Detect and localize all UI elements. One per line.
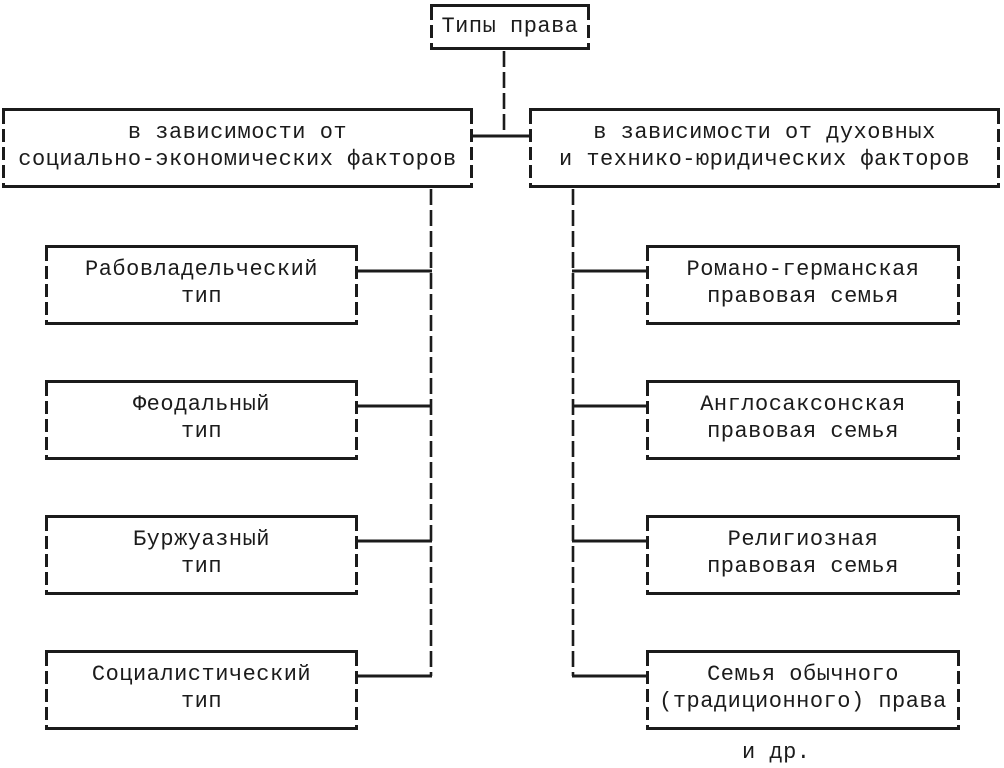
footnote-label: и др. — [742, 740, 811, 765]
node-feudal-type: Феодальный тип — [45, 380, 358, 460]
node-label-line: Буржуазный — [132, 526, 271, 552]
branch-header-line: социально-экономических факторов — [18, 146, 457, 172]
node-label-line: правовая семья — [707, 283, 899, 309]
node-slaveholding-type: Рабовладельческий тип — [45, 245, 358, 325]
node-bourgeois-type: Буржуазный тип — [45, 515, 358, 595]
node-label-line: Романо-германская — [686, 256, 920, 282]
node-label-line: Семья обычного — [707, 661, 899, 687]
branch-header-line: в зависимости от — [127, 119, 348, 145]
node-label-line: Религиозная — [727, 526, 879, 552]
node-label-line: тип — [180, 553, 223, 579]
node-label-line: правовая семья — [707, 553, 899, 579]
node-label-line: Феодальный — [132, 391, 271, 417]
branch-header-line: и технико-юридических факторов — [558, 146, 971, 172]
node-customary-law-family: Семья обычного (традиционного) права — [646, 650, 960, 730]
node-label-line: тип — [180, 283, 223, 309]
branch-header-spiritual-technical: в зависимости от духовных и технико-юрид… — [529, 108, 1000, 188]
node-anglo-saxon-family: Англосаксонская правовая семья — [646, 380, 960, 460]
root-node: Типы права — [430, 4, 590, 50]
node-label-line: (традиционного) права — [659, 688, 947, 714]
node-label-line: тип — [180, 688, 223, 714]
node-label-line: Социалистический — [91, 661, 312, 687]
node-label-line: тип — [180, 418, 223, 444]
node-religious-family: Религиозная правовая семья — [646, 515, 960, 595]
branch-header-socioeconomic: в зависимости от социально-экономических… — [2, 108, 473, 188]
node-label-line: Англосаксонская — [700, 391, 906, 417]
branch-header-line: в зависимости от духовных — [593, 119, 936, 145]
node-label-line: Рабовладельческий — [85, 256, 318, 282]
node-romano-germanic-family: Романо-германская правовая семья — [646, 245, 960, 325]
node-socialist-type: Социалистический тип — [45, 650, 358, 730]
node-label-line: правовая семья — [707, 418, 899, 444]
root-node-label: Типы права — [441, 13, 579, 39]
